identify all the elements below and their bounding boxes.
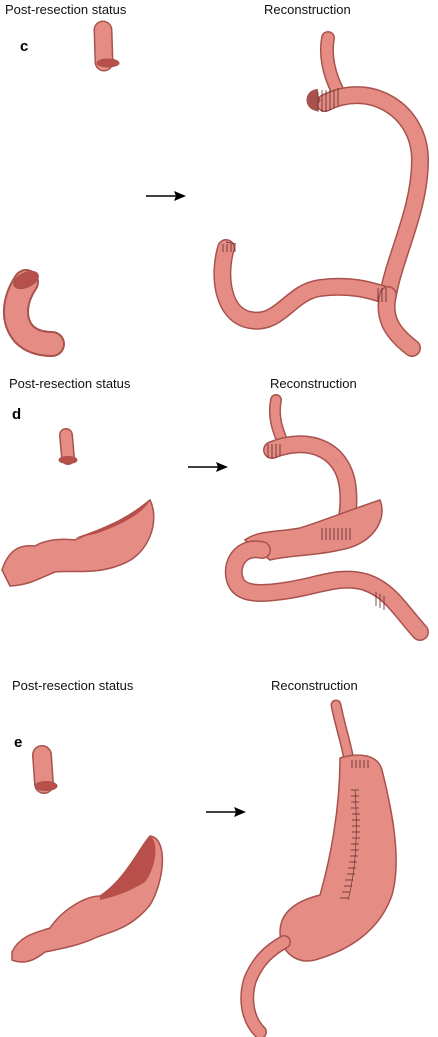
panel-e-esophagus-stump (32, 745, 58, 794)
panel-e-right-title: Reconstruction (271, 678, 358, 693)
panel-c-jejunum-stump (3, 269, 65, 357)
panel-c: Post-resection status Reconstruction c (0, 0, 438, 360)
panel-c-arrow (146, 191, 186, 201)
panel-d-illustration (1, 394, 429, 641)
panel-c-right-title: Reconstruction (264, 2, 351, 17)
panel-c-reconstruction (213, 31, 430, 357)
panel-d-left-title: Post-resection status (9, 376, 131, 391)
panel-e-letter: e (14, 734, 23, 751)
panel-c-left-title: Post-resection status (5, 2, 127, 17)
panel-c-esophagus-stump (93, 20, 120, 72)
panel-e-remnant-stump (11, 835, 164, 963)
panel-d-remnant-stump (1, 498, 155, 587)
panel-c-illustration (3, 20, 430, 357)
panel-d-reconstruction (224, 394, 429, 641)
panel-d-arrow (188, 462, 228, 472)
panel-c-letter: c (20, 38, 29, 55)
panel-e-left-title: Post-resection status (12, 678, 134, 693)
panel-e-reconstruction (240, 699, 397, 1037)
panel-e-arrow (206, 807, 246, 817)
panel-d: Post-resection status Reconstruction d (0, 360, 438, 660)
panel-d-right-title: Reconstruction (270, 376, 357, 391)
panel-d-esophagus-stump (58, 428, 78, 465)
panel-e: Post-resection status Reconstruction e (0, 660, 438, 1037)
panel-d-letter: d (12, 406, 22, 423)
panel-e-illustration (11, 699, 397, 1037)
